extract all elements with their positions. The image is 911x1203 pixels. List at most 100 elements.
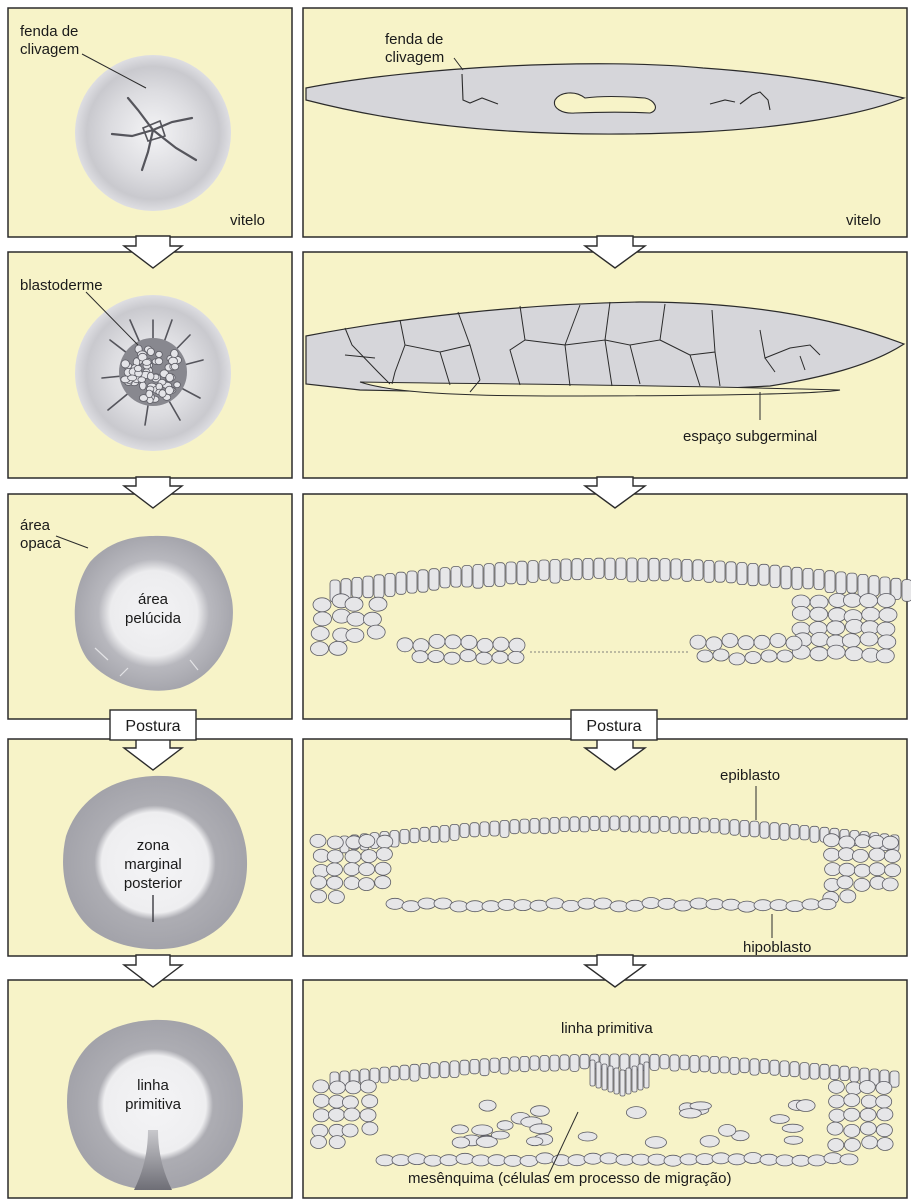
hypoblast-cell: [648, 1154, 666, 1165]
mesenchyme-cell: [770, 1115, 789, 1124]
epiblast-cell: [510, 1057, 519, 1071]
epiblast-cell: [790, 824, 799, 839]
marginal-cell: [327, 863, 343, 876]
epiblast-cell: [650, 816, 659, 833]
epithelium-cell: [715, 561, 725, 582]
streak-cell: [614, 1068, 619, 1094]
epiblast-cell: [800, 825, 809, 840]
epiblast-cell: [440, 825, 449, 842]
epiblast-cell: [410, 828, 419, 842]
epithelium-cell: [352, 577, 362, 598]
blastoderm-cell: [165, 386, 173, 394]
hypoblast-cell: [808, 1155, 826, 1166]
epiblast-cell: [850, 1067, 859, 1082]
epiblast-cell: [610, 816, 619, 830]
lower-cell: [745, 652, 761, 664]
epithelium-cell: [803, 568, 813, 588]
lower-cell: [477, 638, 493, 652]
hypoblast-cell: [722, 899, 740, 910]
hypoblast-cell: [728, 1154, 746, 1165]
hypoblast-cell: [466, 901, 484, 912]
epiblast-cell: [810, 1063, 819, 1079]
streak-cell: [596, 1062, 601, 1088]
marginal-cell: [876, 1095, 892, 1108]
hypoblast-cell: [498, 899, 516, 910]
mesenchyme-cell: [452, 1137, 469, 1148]
hypoblast-cell: [674, 900, 692, 911]
hypoblast-cell: [520, 1155, 538, 1166]
marginal-cell: [377, 835, 393, 848]
epiblast-cell: [570, 1055, 579, 1072]
mass-cell: [827, 645, 845, 659]
epithelium-cell: [649, 558, 659, 581]
marginal-cell: [824, 848, 840, 861]
epithelium-cell: [506, 562, 516, 584]
lower-cell: [429, 634, 445, 648]
epithelium-cell: [638, 558, 648, 581]
marginal-cell: [345, 850, 361, 863]
hypoblast-cell: [802, 899, 820, 910]
epiblast-cell: [660, 1055, 669, 1069]
hypoblast-cell: [738, 901, 756, 912]
epithelium-cell: [847, 573, 857, 593]
epithelium-cell: [396, 572, 406, 594]
epiblast-cell: [500, 1058, 509, 1075]
epiblast-cell: [500, 820, 509, 837]
lower-cell: [460, 650, 476, 662]
epithelium-cell: [561, 559, 571, 580]
marginal-cell: [852, 849, 868, 862]
blastoderm-cell: [156, 351, 163, 357]
streak-cell: [602, 1064, 607, 1090]
marginal-cell: [342, 1124, 358, 1137]
epiblast-cell: [740, 1058, 749, 1073]
s4-epiblasto: epiblasto: [720, 767, 780, 784]
epiblast-cell: [450, 824, 459, 840]
mass-cell: [877, 594, 895, 608]
marginal-cell: [313, 1109, 329, 1122]
lower-cell: [722, 634, 738, 648]
lower-cell: [428, 651, 444, 663]
lower-cell: [738, 636, 754, 650]
hypoblast-cell: [754, 900, 772, 911]
postura-box-right: Postura: [571, 710, 657, 740]
epiblast-cell: [450, 1061, 459, 1078]
epithelium-cell: [726, 562, 736, 583]
marginal-cell: [877, 1108, 893, 1121]
epiblast-cell: [780, 1061, 789, 1077]
streak-cell: [590, 1060, 595, 1086]
mass-cell: [811, 632, 829, 646]
s4-zona-3: posterior: [124, 875, 182, 892]
epiblast-cell: [400, 1065, 409, 1080]
lower-cell: [713, 649, 729, 661]
epithelium-cell: [693, 560, 703, 581]
epithelium-cell: [836, 572, 846, 594]
marginal-cell: [844, 1108, 860, 1121]
epiblast-cell: [620, 816, 629, 832]
postura-box-left: Postura: [110, 710, 196, 740]
mass-cell: [845, 647, 863, 661]
marginal-cell: [860, 1108, 876, 1121]
epiblast-cell: [600, 816, 609, 832]
lower-cell: [777, 650, 793, 662]
hypoblast-cell: [776, 1155, 794, 1166]
blastoderm-cell: [171, 350, 179, 358]
s3-area-opaca-2: opaca: [20, 535, 62, 552]
marginal-cell: [375, 862, 391, 875]
epithelium-cell: [737, 563, 747, 585]
epithelium-cell: [616, 558, 626, 579]
epiblast-cell: [510, 820, 519, 834]
streak-cell: [608, 1066, 613, 1092]
epiblast-cell: [640, 816, 649, 832]
hypoblast-cell: [482, 901, 500, 912]
blastoderm-cell: [155, 358, 163, 365]
s1-left-vitelo: vitelo: [230, 212, 265, 229]
epiblast-cell: [690, 818, 699, 834]
marginal-cell: [327, 876, 343, 889]
epiblast-cell: [830, 1065, 839, 1080]
mass-cell: [862, 607, 880, 621]
hypoblast-cell: [744, 1153, 762, 1164]
s4-hipoblasto: hipoblasto: [743, 939, 811, 956]
s5-linha-2: primitiva: [125, 1096, 181, 1113]
marginal-cell: [827, 1122, 843, 1135]
lower-cell: [761, 650, 777, 662]
